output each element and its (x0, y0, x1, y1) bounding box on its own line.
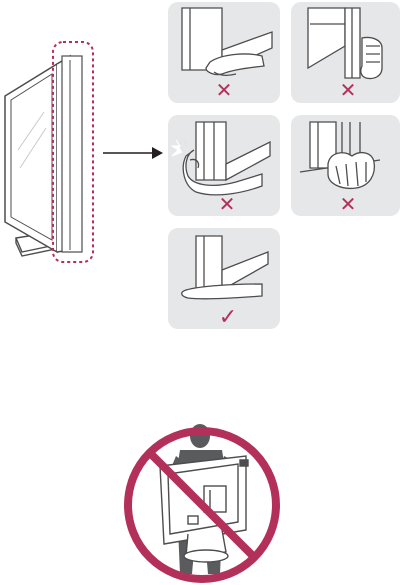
panel-hold-under-front-edge: ✕ (168, 2, 280, 103)
mark-wrong: ✕ (340, 78, 357, 102)
mark-right: ✓ (219, 305, 237, 330)
panel-grip-bottom-corner: ✕ (291, 115, 400, 216)
panel-grip-side-edge: ✕ (291, 2, 400, 103)
mark-wrong: ✕ (340, 192, 357, 216)
panel-hold-front-bezel: ✕ (168, 115, 280, 216)
no-carry-single-person-icon (128, 424, 276, 579)
arrow-right-icon (103, 147, 163, 159)
panel-support-bottom-flat: ✓ (168, 228, 280, 330)
mark-wrong: ✕ (219, 192, 236, 216)
monitor-illustration (5, 42, 93, 262)
mark-wrong: ✕ (216, 78, 233, 102)
